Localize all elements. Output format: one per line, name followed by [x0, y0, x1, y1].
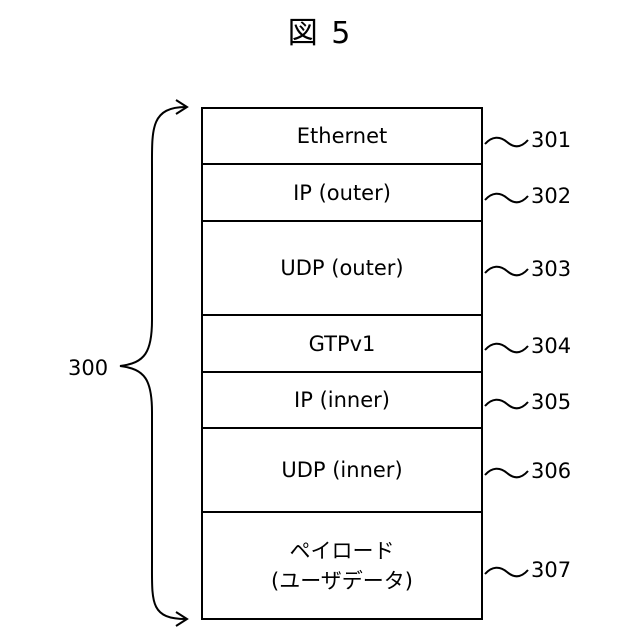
layer-sublabel: (ユーザデータ)	[271, 566, 413, 596]
layer-label: IP (outer)	[293, 178, 391, 208]
layer-label: ペイロード	[290, 536, 395, 566]
connector-304	[485, 344, 528, 353]
ref-label-305: 305	[531, 390, 571, 414]
layer-gtpv1: GTPv1	[201, 316, 483, 373]
connector-302	[485, 194, 528, 203]
layer-label: Ethernet	[297, 121, 387, 151]
stack-brace	[120, 107, 186, 619]
connector-303	[485, 267, 528, 276]
connector-307	[485, 568, 528, 577]
layer-label: UDP (outer)	[280, 253, 403, 283]
connector-301	[485, 138, 528, 147]
layer-udp-outer: UDP (outer)	[201, 222, 483, 316]
ref-label-301: 301	[531, 128, 571, 152]
stack-ref-label: 300	[68, 356, 108, 380]
connector-305	[485, 400, 528, 409]
layer-ip-outer: IP (outer)	[201, 165, 483, 222]
layer-label: GTPv1	[309, 329, 376, 359]
layer-label: IP (inner)	[294, 385, 390, 415]
ref-label-302: 302	[531, 184, 571, 208]
ref-connectors	[485, 138, 528, 577]
layer-ethernet: Ethernet	[201, 107, 483, 165]
connector-306	[485, 469, 528, 478]
ref-label-304: 304	[531, 334, 571, 358]
ref-label-303: 303	[531, 257, 571, 281]
ref-label-306: 306	[531, 459, 571, 483]
layer-label: UDP (inner)	[281, 455, 402, 485]
layer-payload: ペイロード (ユーザデータ)	[201, 513, 483, 620]
layer-ip-inner: IP (inner)	[201, 373, 483, 429]
ref-label-307: 307	[531, 558, 571, 582]
layer-udp-inner: UDP (inner)	[201, 429, 483, 513]
